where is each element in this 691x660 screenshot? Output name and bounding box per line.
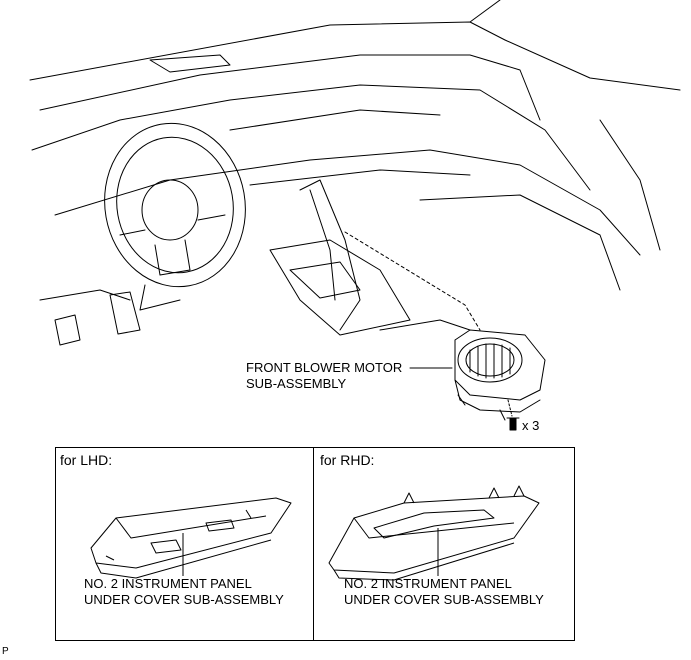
rhd-panel: for RHD: NO. 2 INSTRUMENT PANEL UNDER CO… (313, 447, 575, 641)
dash-trim (229, 109, 441, 131)
dashboard-illustration (29, 0, 681, 431)
dashboard-mid (31, 84, 591, 191)
center-stack (299, 179, 361, 331)
screw-leader-dashed (507, 399, 513, 417)
blower-motor-label: FRONT BLOWER MOTOR SUB-ASSEMBLY (246, 360, 402, 392)
shifter-area (289, 261, 361, 299)
blower-motor-drawing (454, 329, 546, 421)
rhd-under-cover-drawing (328, 485, 540, 581)
windshield-pillar-right (504, 39, 681, 91)
dashboard-upper (39, 54, 541, 121)
glovebox-area (419, 194, 621, 291)
lhd-callout-line (182, 533, 184, 576)
figure-code: P (2, 646, 9, 657)
blower-leader-dashed (344, 231, 481, 331)
door-edge (599, 119, 661, 251)
lhd-part-label-line1: NO. 2 INSTRUMENT PANEL (84, 576, 252, 591)
steering-wheel-inner (116, 136, 234, 274)
lhd-part-label-line2: UNDER COVER SUB-ASSEMBLY (84, 592, 284, 607)
steering-wheel-outer (104, 122, 246, 288)
blower-motor-label-line1: FRONT BLOWER MOTOR (246, 360, 403, 375)
steering-spoke-right (197, 214, 226, 221)
rhd-heading: for RHD: (320, 452, 375, 468)
console (269, 239, 411, 336)
screw-icon (506, 417, 520, 431)
windshield-pillar (469, 0, 501, 23)
lhd-panel: for LHD: NO. 2 INSTRUMENT PANEL UNDER CO… (55, 447, 314, 641)
rhd-part-label-line2: UNDER COVER SUB-ASSEMBLY (344, 592, 544, 607)
dash-top-line (29, 21, 506, 81)
rhd-part-label: NO. 2 INSTRUMENT PANEL UNDER COVER SUB-A… (344, 576, 544, 608)
steering-hub (141, 179, 199, 241)
blower-motor-label-line2: SUB-ASSEMBLY (246, 376, 347, 391)
floor-right (379, 319, 471, 331)
lhd-heading: for LHD: (60, 452, 113, 468)
pedal-1 (54, 314, 81, 346)
defrost-vent (149, 54, 231, 73)
floor-left (39, 289, 131, 301)
steering-spoke-left (119, 229, 146, 236)
lhd-part-label: NO. 2 INSTRUMENT PANEL UNDER COVER SUB-A… (84, 576, 284, 608)
rhd-part-label-line1: NO. 2 INSTRUMENT PANEL (344, 576, 512, 591)
steering-spoke-bottom (154, 239, 191, 276)
lhd-under-cover-drawing (90, 497, 292, 579)
screw-quantity: x 3 (522, 418, 540, 433)
dash-trim-2 (249, 169, 471, 186)
rhd-callout-line (437, 528, 439, 576)
pedal-2 (109, 291, 141, 335)
steering-column (139, 284, 181, 311)
center-stack-2 (309, 189, 336, 301)
